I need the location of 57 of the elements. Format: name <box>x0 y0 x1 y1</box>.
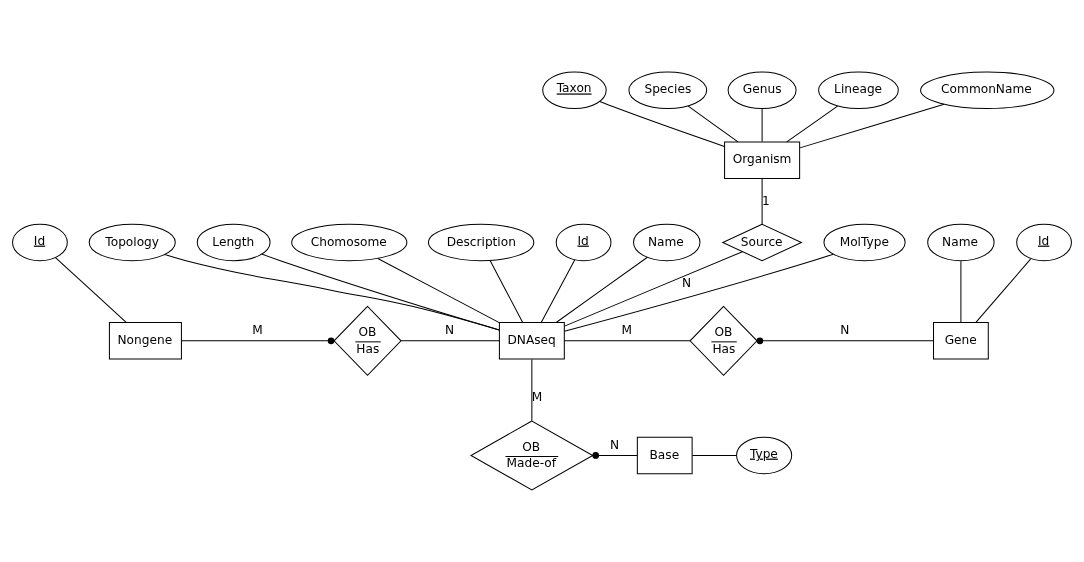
node-ellipse: MolType <box>823 223 906 262</box>
connector <box>377 258 500 324</box>
edge-label: N <box>445 323 455 338</box>
edge-label: 1 <box>762 193 770 208</box>
connector <box>563 340 691 342</box>
node-ellipse: Topology <box>88 223 176 262</box>
node-ellipse: Type <box>736 436 793 475</box>
node-ellipse: Id <box>1016 223 1072 262</box>
connector <box>489 260 524 323</box>
connector <box>761 178 763 225</box>
node-ellipse: Species <box>628 71 708 110</box>
connector <box>960 260 962 323</box>
edge-label: N <box>681 275 692 290</box>
connector <box>564 251 743 327</box>
connector <box>261 253 500 331</box>
connector <box>786 105 839 143</box>
node-ellipse: Genus <box>727 71 797 110</box>
connector <box>691 454 738 456</box>
node-ellipse: Taxon <box>542 71 607 110</box>
connector <box>531 358 533 422</box>
connector <box>599 101 725 147</box>
edge-label: M <box>621 323 633 338</box>
node-diamond: OB Made-of <box>469 420 594 491</box>
node-ellipse: Name <box>927 223 995 262</box>
connector <box>400 340 500 342</box>
connector <box>555 256 648 323</box>
connector <box>687 105 739 143</box>
node-box: Organism <box>724 141 801 180</box>
node-ellipse: CommonName <box>920 71 1055 110</box>
node-ellipse: Lineage <box>818 71 899 110</box>
connector <box>975 258 1032 323</box>
node-diamond: Source <box>721 223 803 262</box>
node-box: Gene <box>933 322 989 360</box>
node-box: Nongene <box>108 322 182 360</box>
node-ellipse: Id <box>555 223 612 262</box>
node-ellipse: Name <box>633 223 701 262</box>
node-diamond: OB Has <box>689 305 758 377</box>
node-box: DNAseq <box>498 322 565 360</box>
connector <box>55 257 127 323</box>
connector <box>181 337 335 345</box>
connector <box>761 108 763 143</box>
node-ellipse: Chomosome <box>291 223 408 262</box>
edge-label: N <box>840 323 850 338</box>
connector <box>164 254 500 331</box>
connector <box>592 452 638 459</box>
connector <box>540 259 576 323</box>
node-ellipse: Length <box>196 223 271 262</box>
node-diamond: OB Has <box>333 305 402 377</box>
connector <box>799 103 945 149</box>
node-ellipse: Description <box>427 223 535 262</box>
connector <box>756 337 934 345</box>
edge-label: M <box>252 323 263 338</box>
connector <box>563 253 834 332</box>
node-ellipse: Id <box>12 223 68 262</box>
node-box: Base <box>636 436 693 475</box>
edge-label: N <box>609 437 620 452</box>
edge-label: M <box>531 390 543 405</box>
